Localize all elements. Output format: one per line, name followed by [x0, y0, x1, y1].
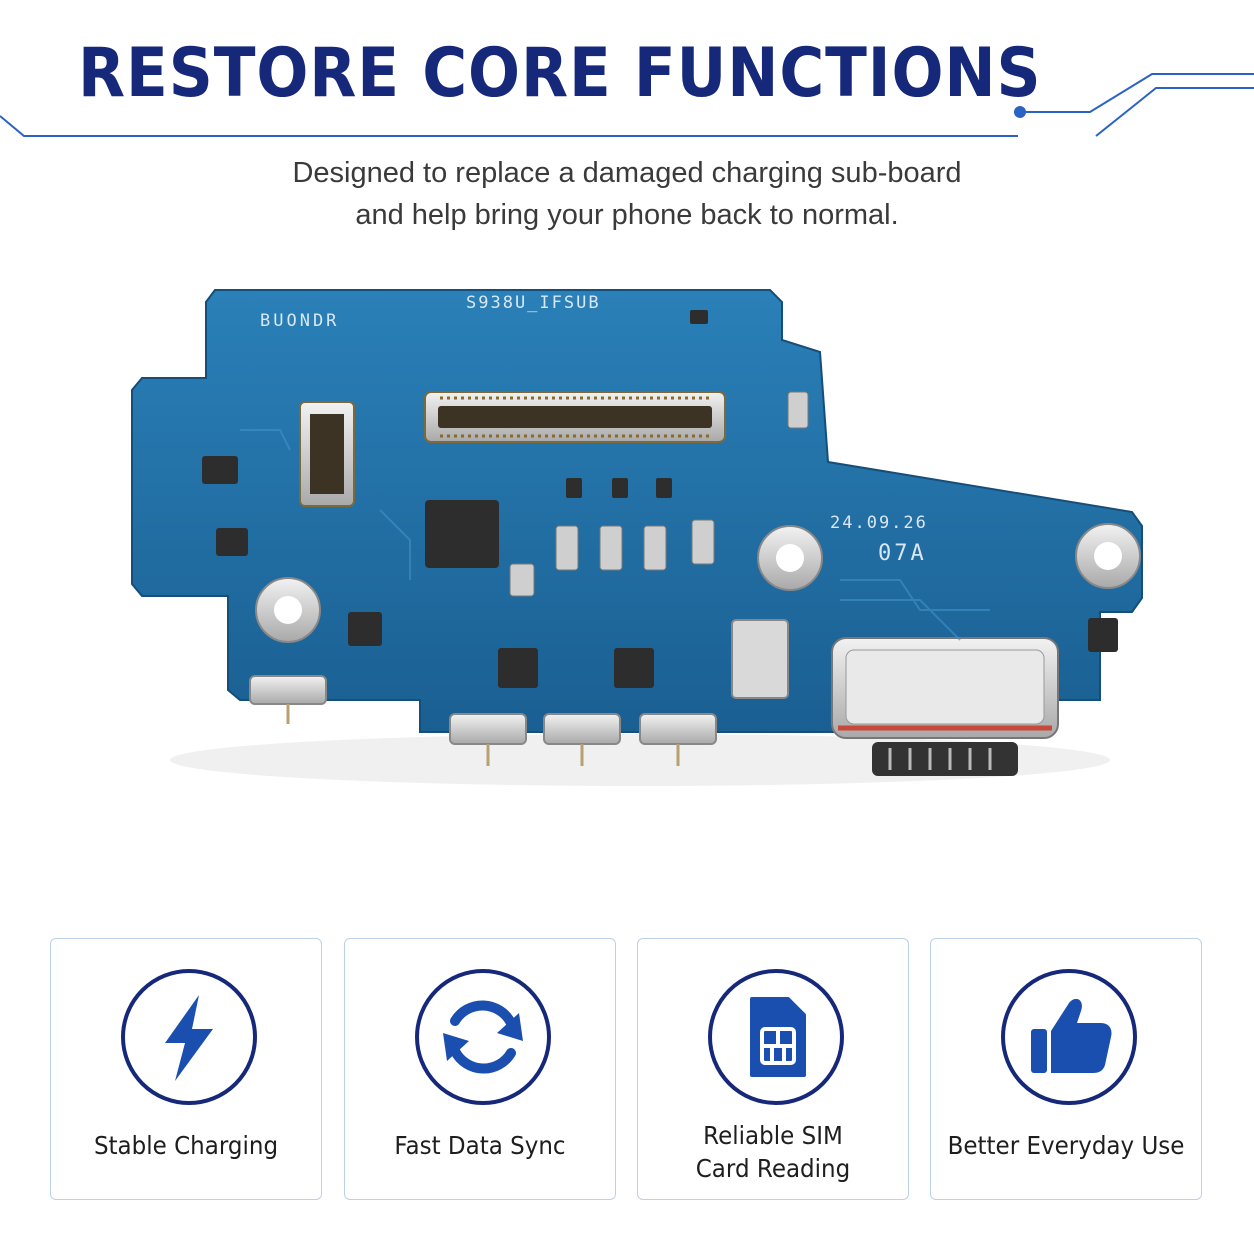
board-revision-label: 07A: [878, 541, 927, 566]
feature-card-fast-data-sync: Fast Data Sync: [344, 938, 616, 1200]
feature-label: Reliable SIM Card Reading: [649, 1119, 897, 1185]
charging-sub-board-image: BUONDR S938U_IFSUB 24.09.26 07A: [131, 289, 1143, 786]
page-subtitle: Designed to replace a damaged charging s…: [0, 152, 1254, 236]
sim-card-icon: [708, 969, 844, 1105]
feature-label: Stable Charging: [93, 1131, 279, 1160]
subtitle-line-1: Designed to replace a damaged charging s…: [292, 157, 962, 189]
feature-card-better-everyday-use: Better Everyday Use: [930, 938, 1202, 1200]
feature-label: Fast Data Sync: [394, 1131, 566, 1160]
feature-label: Better Everyday Use: [947, 1131, 1185, 1160]
feature-cards: Stable Charging Fast Data Sync Re: [50, 938, 1210, 1202]
feature-label-line-1: Reliable SIM: [703, 1121, 843, 1150]
feature-card-reliable-sim: Reliable SIM Card Reading: [637, 938, 909, 1200]
thumbs-up-icon: [1001, 969, 1137, 1105]
feature-card-stable-charging: Stable Charging: [50, 938, 322, 1200]
board-code-label: BUONDR: [260, 311, 339, 331]
circuit-trace-decoration: [0, 73, 1254, 137]
feature-label-line-2: Card Reading: [695, 1154, 851, 1183]
lightning-bolt-icon: [121, 969, 257, 1105]
board-model-label: S938U_IFSUB: [466, 293, 601, 313]
sync-arrows-icon: [415, 969, 551, 1105]
board-date-label: 24.09.26: [830, 513, 928, 533]
subtitle-line-2: and help bring your phone back to normal…: [355, 199, 899, 231]
page-title: RESTORE CORE FUNCTIONS: [78, 34, 1042, 113]
